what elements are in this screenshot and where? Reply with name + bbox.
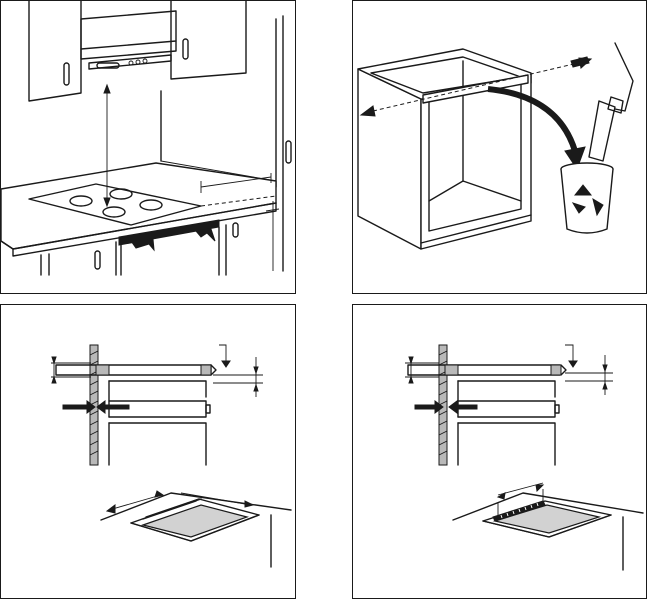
- worktop: [56, 365, 216, 375]
- side-section-flush-drawing: [1, 305, 294, 597]
- hob-cutout: [453, 483, 643, 570]
- wall-cabinet: [29, 1, 246, 101]
- recycle-bin-icon: [561, 163, 613, 233]
- panel-cabinet-hob-removal: [0, 0, 296, 294]
- drawer: [458, 381, 559, 465]
- worktop: [408, 365, 566, 375]
- dimension-arrows: [51, 345, 263, 413]
- dimension-arrows: [405, 345, 613, 413]
- drawer: [109, 381, 210, 465]
- hand-icon: [589, 43, 633, 161]
- panel-side-section-flush-front: [0, 304, 296, 599]
- cabinet-hob-removal-drawing: [1, 1, 294, 292]
- cooker-hood: [81, 11, 176, 69]
- panel-remove-rear-bar-recycle: [352, 0, 647, 294]
- remove-rear-bar-drawing: [353, 1, 645, 292]
- hob-cutout: [101, 491, 291, 567]
- panel-side-section-rear-panel: [352, 304, 647, 599]
- side-section-rear-drawing: [353, 305, 645, 597]
